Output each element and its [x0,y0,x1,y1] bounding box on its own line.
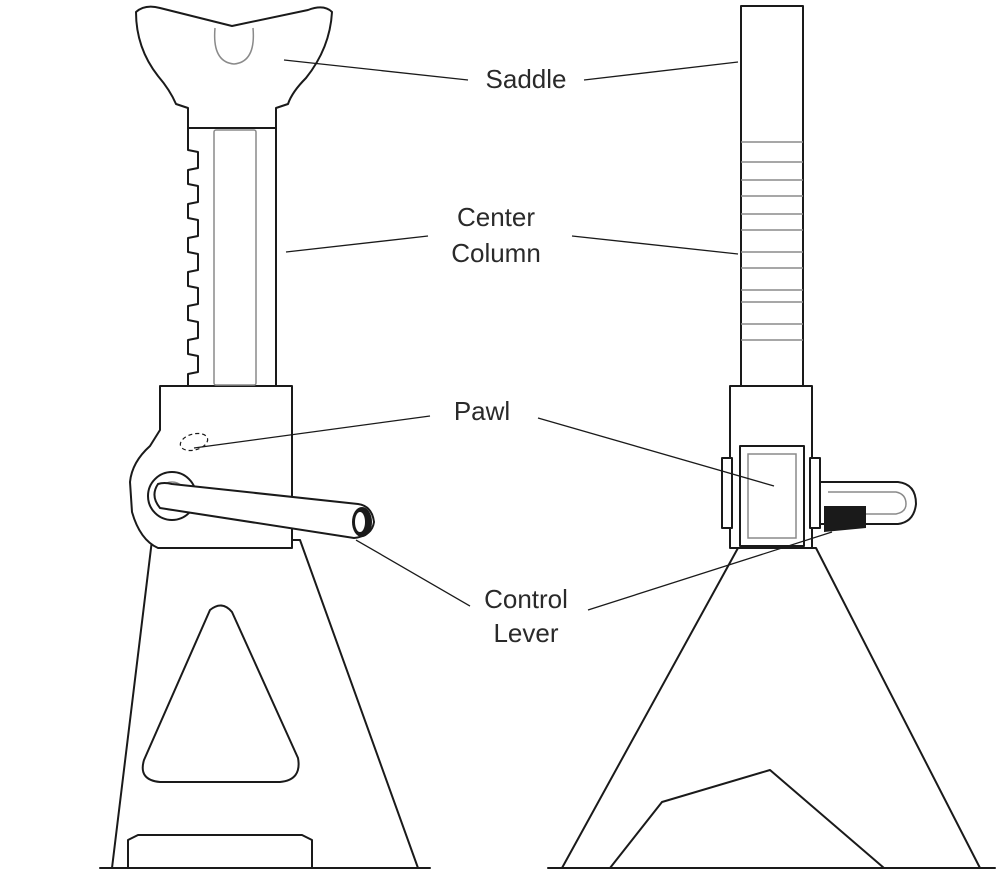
control-lever-leader-left [355,539,471,607]
front-base-cutout [141,604,300,783]
front-control-lever [153,482,375,539]
side-column-rings [741,141,803,341]
front-view-jack-stand [99,5,431,869]
pawl-leader-left [193,415,431,449]
side-pawl-window [739,445,805,547]
side-base-a-frame [561,547,981,869]
label-center-column-line1: Center [457,202,535,232]
side-flange-right [809,457,821,529]
front-saddle [135,5,333,129]
label-control-lever-line1: Control [484,584,568,614]
leader-lines [193,59,833,611]
label-center-column-line2: Column [451,238,541,268]
front-center-column [187,127,277,387]
front-pawl-hidden [179,432,209,452]
label-saddle: Saddle [486,64,567,94]
label-pawl: Pawl [454,396,510,426]
labels: Saddle Center Column Pawl Control Lever [451,64,568,648]
center-column-leader-right [571,235,739,255]
side-flange-left [721,457,733,529]
pawl-leader-right [537,417,775,487]
front-saddle-recess [213,27,255,65]
front-column-slot [213,129,257,386]
center-column-leader-left [285,235,429,253]
side-lever-dark-end [824,506,866,532]
saddle-leader-right [583,61,739,81]
side-view-jack-stand [547,5,996,869]
control-lever-leader-right [587,531,833,611]
label-control-lever-line2: Lever [493,618,558,648]
saddle-leader-left [283,59,469,81]
